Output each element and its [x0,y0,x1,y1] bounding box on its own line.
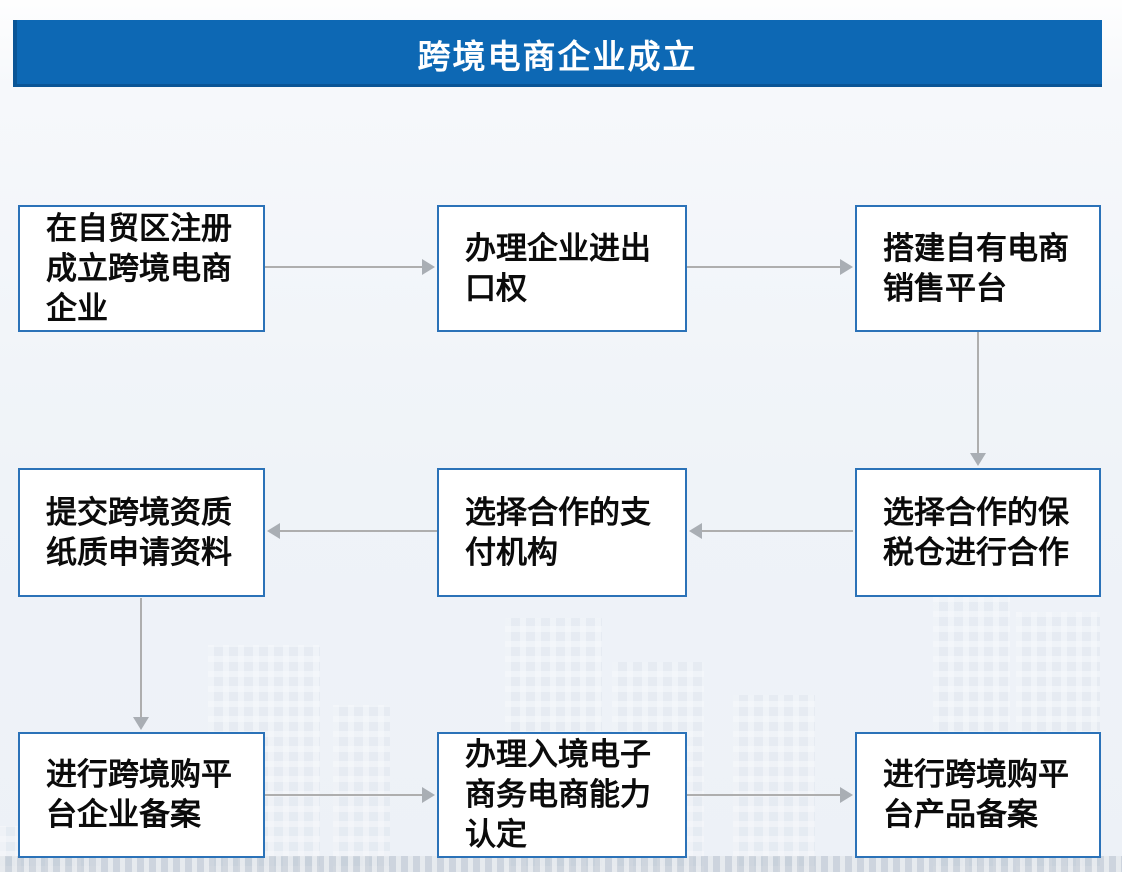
arrowhead-right-icon [840,787,853,803]
building-shape [733,695,815,872]
arrowhead-right-icon [840,259,853,275]
skyline-ground-strip [0,856,1122,872]
flow-step-product-filing: 进行跨境购平 台产品备案 [855,732,1101,858]
flow-arrow-3-to-6 [970,332,986,466]
page-title: 跨境电商企业成立 [13,20,1102,87]
flow-step-ecommerce-capability-certification: 办理入境电子 商务电商能力 认定 [437,732,687,858]
arrowhead-right-icon [422,259,435,275]
flow-step-enterprise-filing: 进行跨境购平 台企业备案 [18,732,265,858]
arrowhead-down-icon [970,453,986,466]
arrowhead-down-icon [133,717,149,730]
flow-arrow-4-to-7 [133,598,149,730]
arrowhead-left-icon [689,523,702,539]
flow-arrow-5-to-4 [267,523,437,539]
flow-step-choose-bonded-warehouse: 选择合作的保 税仓进行合作 [855,468,1101,597]
flow-step-import-export-rights: 办理企业进出 口权 [437,205,687,332]
flow-arrow-1-to-2 [265,259,435,275]
flow-arrow-8-to-9 [687,787,853,803]
building-shape [333,705,390,872]
flow-step-build-platform: 搭建自有电商 销售平台 [855,205,1101,332]
flow-step-register-company: 在自贸区注册 成立跨境电商 企业 [18,205,265,332]
flow-arrow-7-to-8 [265,787,435,803]
flow-step-submit-paper-application: 提交跨境资质 纸质申请资料 [18,468,265,597]
flow-arrow-6-to-5 [689,523,853,539]
arrowhead-right-icon [422,787,435,803]
flow-arrow-2-to-3 [687,259,853,275]
flow-step-choose-payment-partner: 选择合作的支 付机构 [437,468,687,597]
arrowhead-left-icon [267,523,280,539]
